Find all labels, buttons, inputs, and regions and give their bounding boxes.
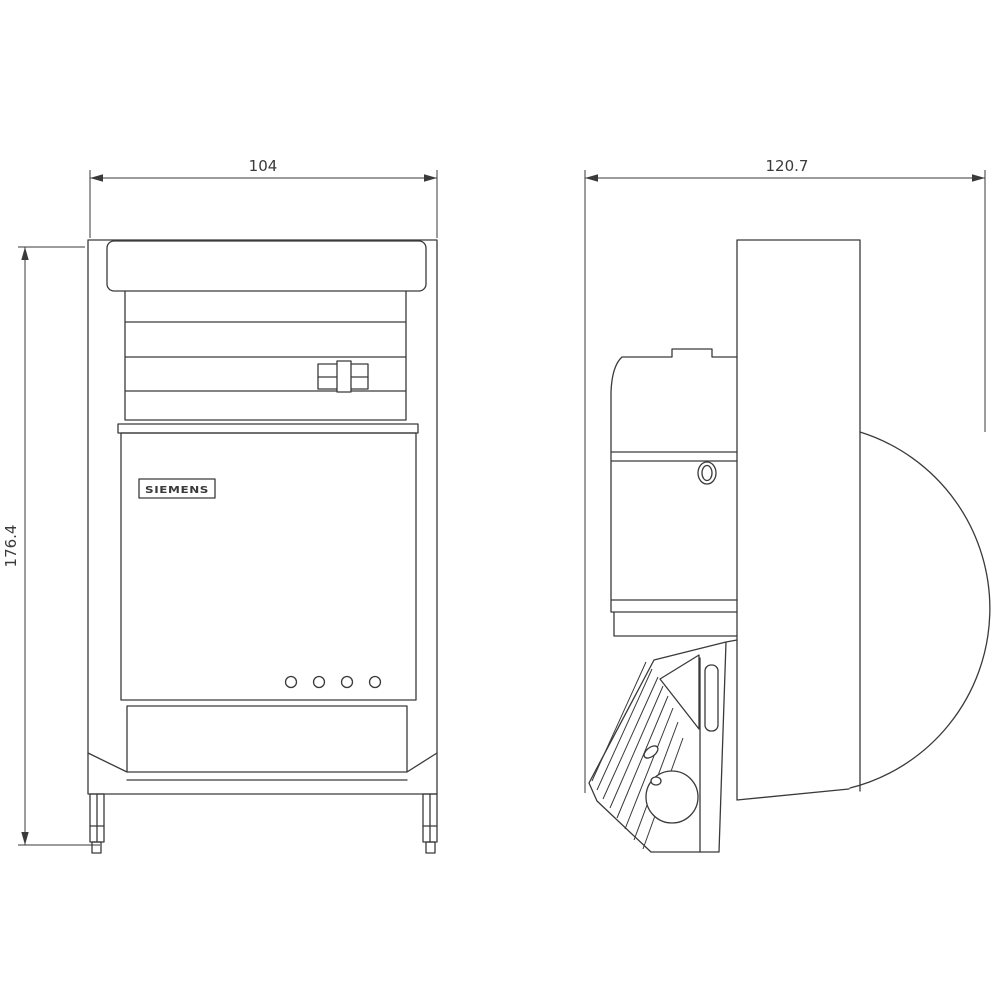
front-outer-shell <box>87 239 438 795</box>
side-foot-bracket <box>588 639 738 853</box>
height-dimension-label: 176.4 <box>2 525 20 568</box>
height-arrow-bottom <box>21 832 29 845</box>
dimension-width: 104 <box>89 157 438 238</box>
front-latch-tab <box>336 360 352 393</box>
depth-extension-lines <box>584 170 986 793</box>
left-foot-hook <box>91 841 102 854</box>
front-cover-band <box>117 423 419 434</box>
width-arrow-left <box>90 174 103 182</box>
foot-cutout-wedge <box>659 654 700 730</box>
indicator-window-1 <box>284 675 298 689</box>
height-arrow-top <box>21 247 29 260</box>
side-view <box>588 239 991 853</box>
depth-arrow-left <box>585 174 598 182</box>
side-upper-profile <box>610 348 738 453</box>
front-view: SIEMENS <box>87 239 438 854</box>
indicator-window-4 <box>368 675 382 689</box>
dimension-height: 176.4 <box>2 246 100 846</box>
width-dimension-label: 104 <box>249 157 278 175</box>
foot-cutout-oval <box>643 745 659 759</box>
side-shaft-inner <box>701 464 713 482</box>
front-main-body <box>120 432 417 701</box>
front-bottom-section <box>87 705 438 781</box>
right-foot-hook <box>425 841 436 854</box>
indicator-window-2 <box>312 675 326 689</box>
width-extension-lines <box>89 170 438 238</box>
side-swing-arc <box>849 431 991 789</box>
depth-dimension-label: 120.7 <box>766 157 809 175</box>
front-top-cap <box>106 240 427 292</box>
side-back-plate <box>736 239 861 801</box>
brand-label: SIEMENS <box>145 485 209 496</box>
side-body-profile <box>610 451 738 637</box>
foot-cutout-slot <box>704 664 719 732</box>
depth-arrow-right <box>972 174 985 182</box>
height-extension-lines <box>18 246 100 846</box>
width-arrow-right <box>424 174 437 182</box>
front-middle-section <box>124 290 407 421</box>
indicator-window-3 <box>340 675 354 689</box>
brand-plate <box>138 478 216 499</box>
front-left-foot <box>89 793 105 854</box>
dimension-depth: 120.7 <box>584 157 986 793</box>
foot-cutout-notch <box>650 776 662 786</box>
side-shaft-outer <box>697 461 717 485</box>
front-right-foot <box>422 793 438 854</box>
